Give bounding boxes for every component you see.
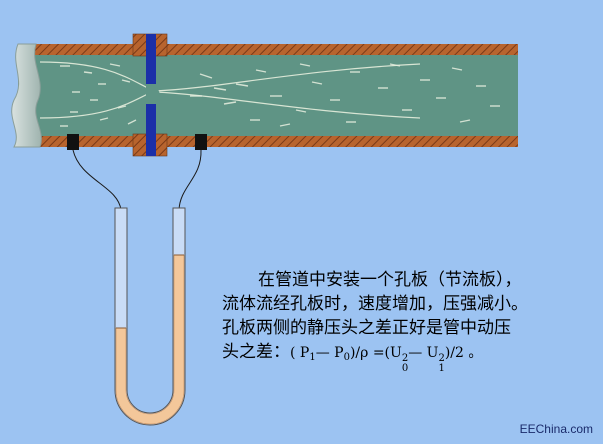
formula-sup2a: 2 [401,353,409,364]
formula-minus2: — U [408,345,439,361]
tube-upstream [72,149,122,211]
pressure-tap-downstream [195,134,207,150]
formula-open: ( P [290,345,310,361]
pipe-wall-top [18,44,518,55]
caption: 在管道中安装一个孔板（节流板）， 流体流经孔板时，速度增加，压强减小。 孔板两侧… [222,268,594,374]
tube-downstream [178,149,202,211]
formula-sup2b: 2 [438,353,445,364]
formula-sub1: 1 [309,352,316,363]
caption-line-1: 在管道中安装一个孔板（节流板）， [258,270,522,290]
pipe-cut-end [11,43,42,148]
orifice-plate-top [146,34,156,84]
formula-sub0: 0 [343,352,350,363]
flow-lines [39,61,421,119]
manometer-liquid [115,254,185,425]
caption-line-3: 孔板两侧的静压头之差正好是管中动压 [222,318,511,338]
formula-rho: )/ρ =(U [349,345,402,361]
formula-sub0b: 0 [401,363,409,374]
pipe-wall-bottom [18,136,518,147]
orifice-edge [146,84,160,104]
fluid-body [18,54,518,136]
orifice-plate-bottom [146,104,156,156]
formula-end: )/2 。 [444,345,483,361]
caption-line-2: 流体流经孔板时，速度增加，压强减小。 [222,294,528,314]
u-tube-manometer [114,207,186,426]
watermark: EEChina.com [519,422,593,436]
caption-line-4-prefix: 头之差： [222,342,290,362]
formula-sub1b: 1 [438,363,445,374]
pressure-tap-upstream [67,134,79,150]
formula-minus: — P [315,345,344,361]
